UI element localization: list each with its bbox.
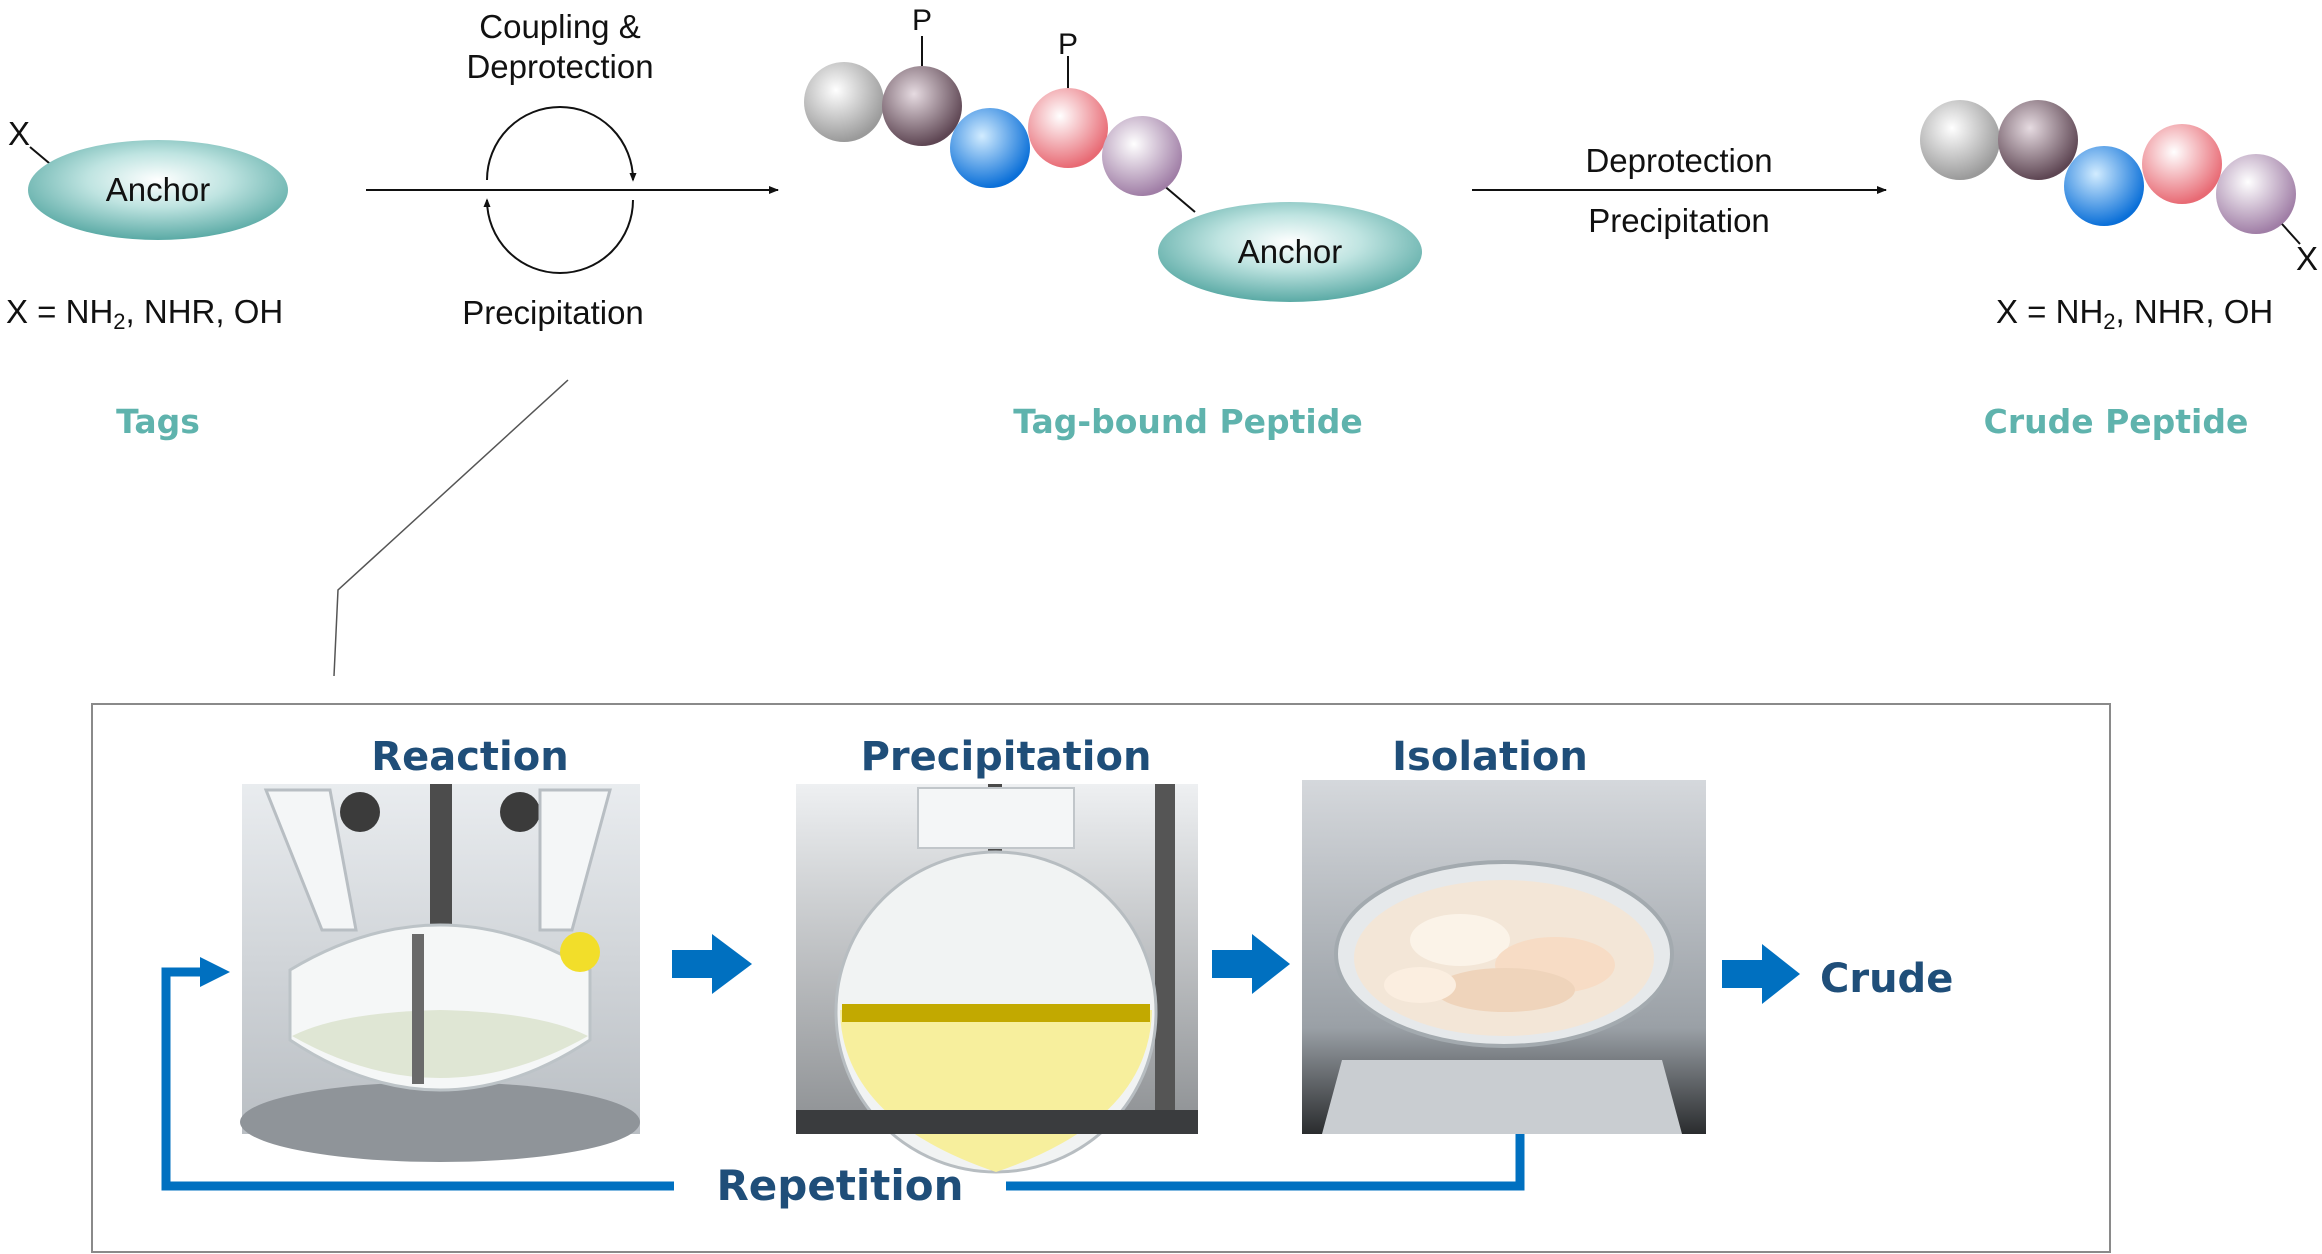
tag-formula: X = NH2, NHR, OH [6,293,283,334]
crude-output-label: Crude [1820,956,1953,1002]
tag-bound-caption: Tag-bound Peptide [1013,402,1363,441]
residue-blue [950,108,1030,188]
precipitation-heading: Precipitation [861,734,1152,780]
tags-caption: Tags [116,402,200,441]
crude-peptide: X [1920,100,2318,277]
peptide-anchor-bond [1161,183,1196,213]
process-arrow-2 [1212,934,1290,994]
process-arrow-3 [1722,944,1800,1004]
protecting-group-label-1: P [912,4,932,37]
residue-mauve [882,66,962,146]
step1-reaction-arrow: Coupling & Deprotection Precipitation [366,8,779,331]
crude-substituent-label: X [2296,240,2318,277]
crude-peptide-caption: Crude Peptide [1984,402,2249,441]
reaction-heading: Reaction [371,734,568,780]
crude-residue-pink [2142,124,2222,204]
isolation-photo [1302,780,1706,1134]
tag-molecule: X Anchor [8,115,288,240]
residue-gray [804,62,884,142]
precipitation-photo [796,784,1198,1174]
tag-bound-peptide: P P Anchor [804,4,1422,302]
crude-formula: X = NH2, NHR, OH [1996,293,2273,334]
zoom-connector-line [333,379,569,677]
repetition-loop-left [161,957,674,1191]
crude-residue-lilac [2216,154,2296,234]
process-arrow-1 [672,934,752,994]
step2-label-deprotection: Deprotection [1585,142,1772,179]
tag-anchor-label: Anchor [106,171,211,208]
tag-anchor-ellipse [28,140,288,240]
tag-substituent-label: X [8,115,30,152]
residue-lilac [1102,116,1182,196]
crude-bond [2281,223,2301,245]
residue-pink [1028,88,1108,168]
bound-anchor-label: Anchor [1238,233,1343,270]
crude-residue-blue [2064,146,2144,226]
crude-residue-gray [1920,100,2000,180]
step2-reaction-arrow: Deprotection Precipitation [1472,142,1887,239]
step1-cycle-lower-arc [483,198,634,274]
step2-label-precipitation: Precipitation [1588,202,1770,239]
repetition-label: Repetition [716,1161,963,1210]
protecting-group-label-2: P [1058,28,1078,61]
reaction-photo [240,784,640,1162]
step1-label-precipitation: Precipitation [462,294,644,331]
step1-label-coupling: Coupling & [479,8,640,45]
crude-residue-mauve [1998,100,2078,180]
step1-cycle-upper-arc [486,106,637,182]
repetition-loop-right [1006,1134,1525,1191]
bound-anchor-ellipse [1158,202,1422,302]
step1-label-deprotection: Deprotection [466,48,653,85]
isolation-heading: Isolation [1392,734,1588,780]
